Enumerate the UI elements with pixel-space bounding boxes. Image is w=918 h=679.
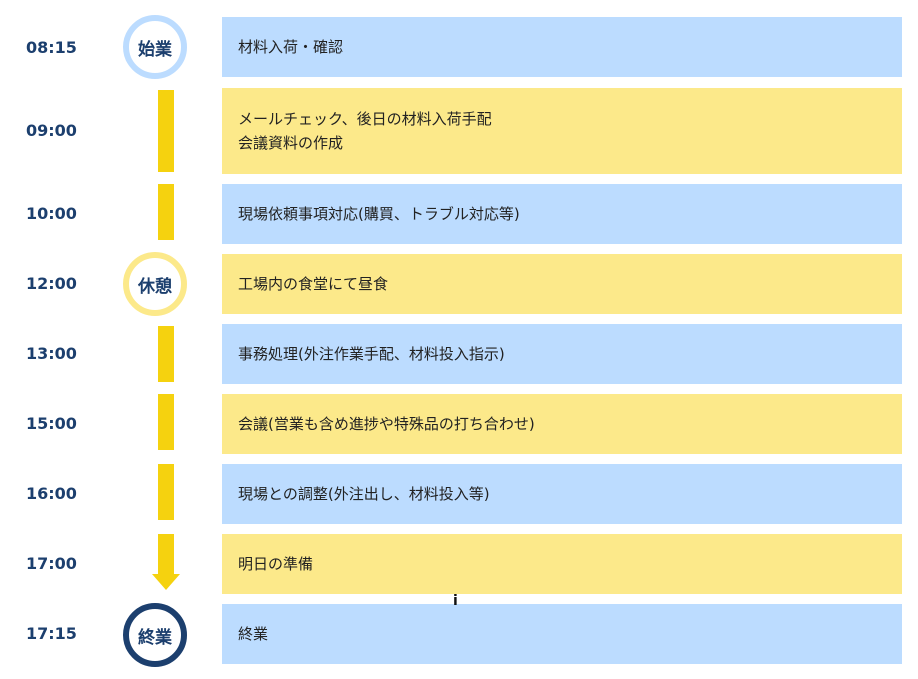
schedule-card: 明日の準備	[222, 534, 902, 594]
start-badge: 始業	[123, 15, 187, 79]
timeline-segment	[158, 326, 174, 382]
schedule-text: 現場依頼事項対応(購買、トラブル対応等)	[238, 205, 520, 223]
text-cursor-icon: i	[453, 593, 458, 609]
schedule-text: 現場との調整(外注出し、材料投入等)	[238, 485, 490, 503]
timeline-segment	[158, 534, 174, 576]
timeline-segment	[158, 90, 174, 172]
timeline-segment	[158, 464, 174, 520]
time-label: 12:00	[26, 274, 77, 293]
arrow-down-icon	[152, 574, 180, 590]
schedule-card: 事務処理(外注作業手配、材料投入指示)	[222, 324, 902, 384]
schedule-card: 工場内の食堂にて昼食	[222, 254, 902, 314]
schedule-card: メールチェック、後日の材料入荷手配 会議資料の作成	[222, 88, 902, 174]
schedule-card: 現場との調整(外注出し、材料投入等)	[222, 464, 902, 524]
time-label: 16:00	[26, 484, 77, 503]
schedule-text: メールチェック、後日の材料入荷手配	[238, 110, 492, 128]
schedule-card: 会議(営業も含め進捗や特殊品の打ち合わせ)	[222, 394, 902, 454]
time-label: 13:00	[26, 344, 77, 363]
schedule-text: 終業	[238, 625, 269, 643]
rest-badge: 休憩	[123, 252, 187, 316]
schedule-text: 事務処理(外注作業手配、材料投入指示)	[238, 345, 505, 363]
time-label: 09:00	[26, 121, 77, 140]
schedule-text: 材料入荷・確認	[238, 38, 344, 56]
schedule-text: 明日の準備	[238, 555, 314, 573]
schedule-card: 終業	[222, 604, 902, 664]
schedule-text: 工場内の食堂にて昼食	[238, 275, 389, 293]
schedule-text: 会議資料の作成	[238, 134, 344, 152]
end-badge: 終業	[123, 603, 187, 667]
time-label: 10:00	[26, 204, 77, 223]
timeline-segment	[158, 184, 174, 240]
time-label: 17:00	[26, 554, 77, 573]
timeline-segment	[158, 394, 174, 450]
schedule-card: 材料入荷・確認	[222, 17, 902, 77]
schedule-text: 会議(営業も含め進捗や特殊品の打ち合わせ)	[238, 415, 535, 433]
time-label: 17:15	[26, 624, 77, 643]
time-label: 08:15	[26, 38, 77, 57]
schedule-card: 現場依頼事項対応(購買、トラブル対応等)	[222, 184, 902, 244]
time-label: 15:00	[26, 414, 77, 433]
